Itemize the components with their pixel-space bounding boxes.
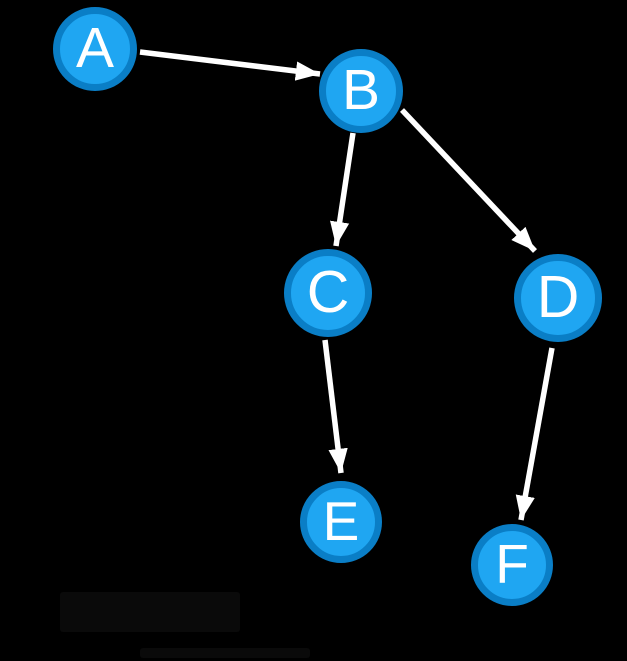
graph-node-label: D (536, 263, 580, 330)
graph-node-f[interactable]: F (471, 524, 553, 606)
graph-node-b[interactable]: B (319, 49, 403, 133)
graph-node-e[interactable]: E (300, 481, 382, 563)
graph-node-label: C (306, 258, 350, 325)
graph-node-label: B (341, 57, 381, 122)
graph-node-c[interactable]: C (284, 249, 372, 337)
graph-node-label: A (75, 15, 115, 80)
graph-node-d[interactable]: D (514, 254, 602, 342)
graph-node-a[interactable]: A (53, 7, 137, 91)
graph-node-label: E (322, 489, 360, 552)
graph-node-label: F (495, 532, 529, 595)
